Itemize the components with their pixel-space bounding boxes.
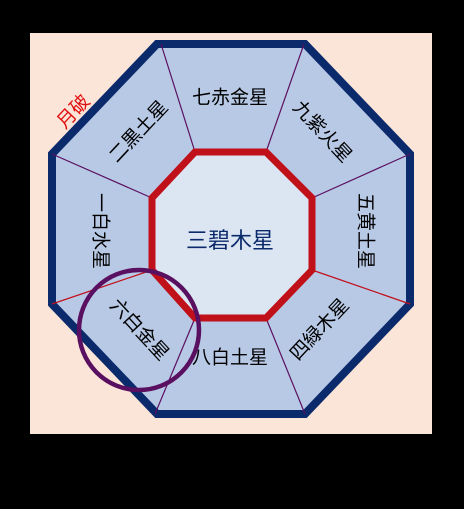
sector-label-top: 七赤金星 — [192, 87, 268, 109]
inner-octagon — [148, 148, 316, 322]
highlight-circle — [76, 267, 202, 393]
sector-label-bottom: 八白土星 — [192, 347, 268, 369]
divider-line — [311, 153, 411, 199]
center-label: 三碧木星 — [186, 229, 274, 254]
geppa-line — [311, 269, 411, 305]
sector-label-right: 五黄土星 — [355, 193, 377, 269]
divider-line — [154, 317, 196, 415]
sector-dividers — [51, 43, 411, 415]
sector-label-left: 一白水星 — [90, 193, 112, 269]
geppa-axis — [51, 269, 411, 305]
divider-line — [160, 43, 196, 153]
divider-line — [51, 153, 153, 199]
divider-line — [265, 317, 306, 415]
divider-line — [265, 43, 305, 153]
geppa-line — [51, 269, 153, 305]
